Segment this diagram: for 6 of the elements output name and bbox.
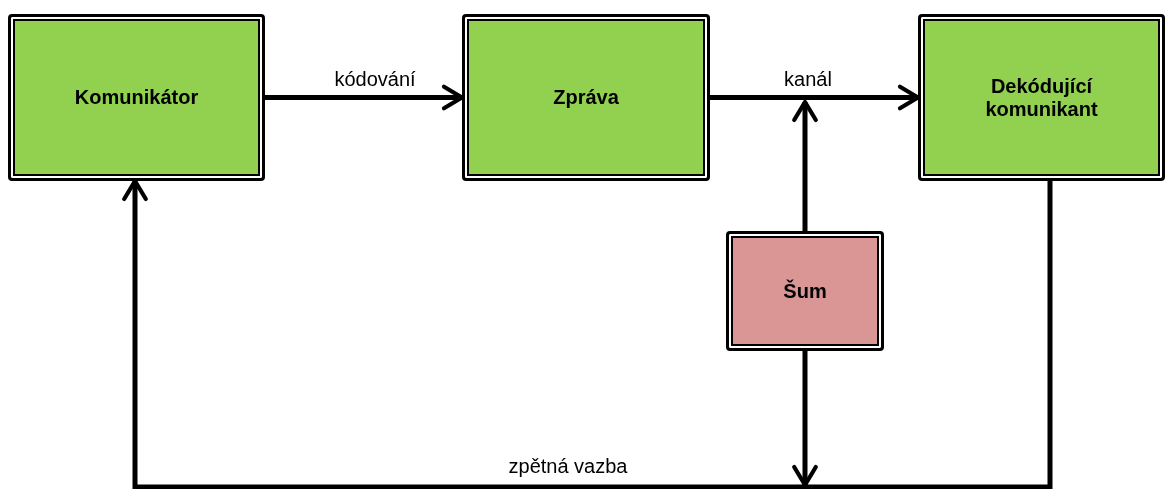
arrow: [792, 351, 818, 488]
process-box: Zpráva: [462, 14, 710, 181]
process-box: Šum: [726, 231, 884, 351]
process-box: Dekódující komunikant: [918, 14, 1165, 181]
process-box: Komunikátor: [8, 14, 265, 181]
arrow: [792, 99, 818, 231]
